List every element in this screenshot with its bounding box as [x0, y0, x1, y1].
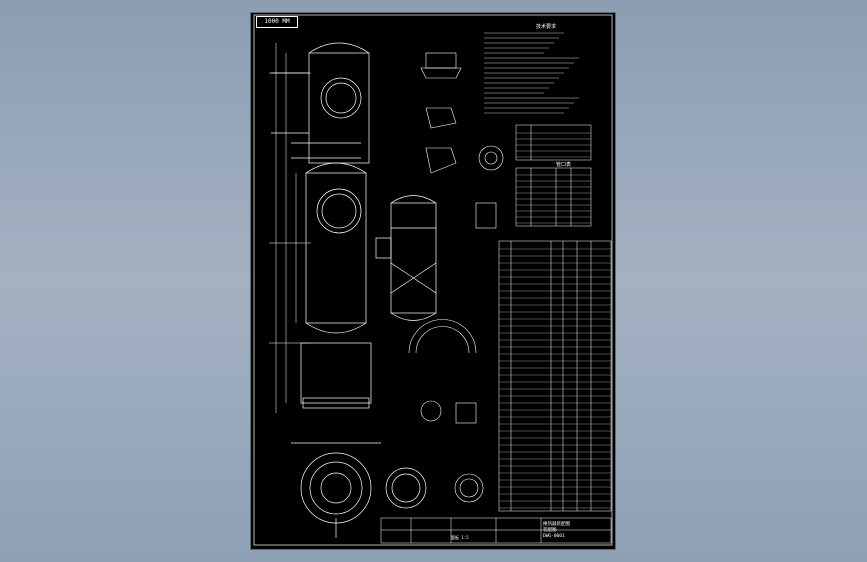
engineering-drawing — [253, 14, 613, 546]
sheet-frame — [253, 14, 613, 546]
sheet-size-tag: 1000 MM — [256, 16, 298, 28]
plan-view — [291, 442, 427, 538]
nozzle-table — [515, 124, 592, 227]
title-block — [380, 517, 612, 544]
technical-notes — [484, 32, 579, 114]
detail-label: 管板 1:5 — [451, 535, 469, 540]
title-block-text: 换热器装配图 装配图 DWG-0001 — [543, 522, 570, 540]
technical-notes-title: 技术要求 — [536, 24, 557, 30]
nozzle-table-rows — [516, 132, 591, 224]
drawing-number: DWG-0001 — [543, 534, 565, 539]
drawing-sheet: 1000 MM 技术要求 管口表 管板 1:5 — [251, 13, 615, 549]
detail-views — [408, 52, 504, 503]
secondary-vessel — [375, 195, 437, 321]
parts-table — [498, 240, 612, 512]
main-vessel — [271, 42, 372, 409]
dimension-lines — [269, 43, 311, 413]
nozzle-table-title: 管口表 — [556, 162, 572, 168]
parts-table-rows — [499, 248, 611, 509]
title-line-2: 装配图 — [543, 528, 557, 533]
title-line-1: 换热器装配图 — [543, 522, 570, 527]
